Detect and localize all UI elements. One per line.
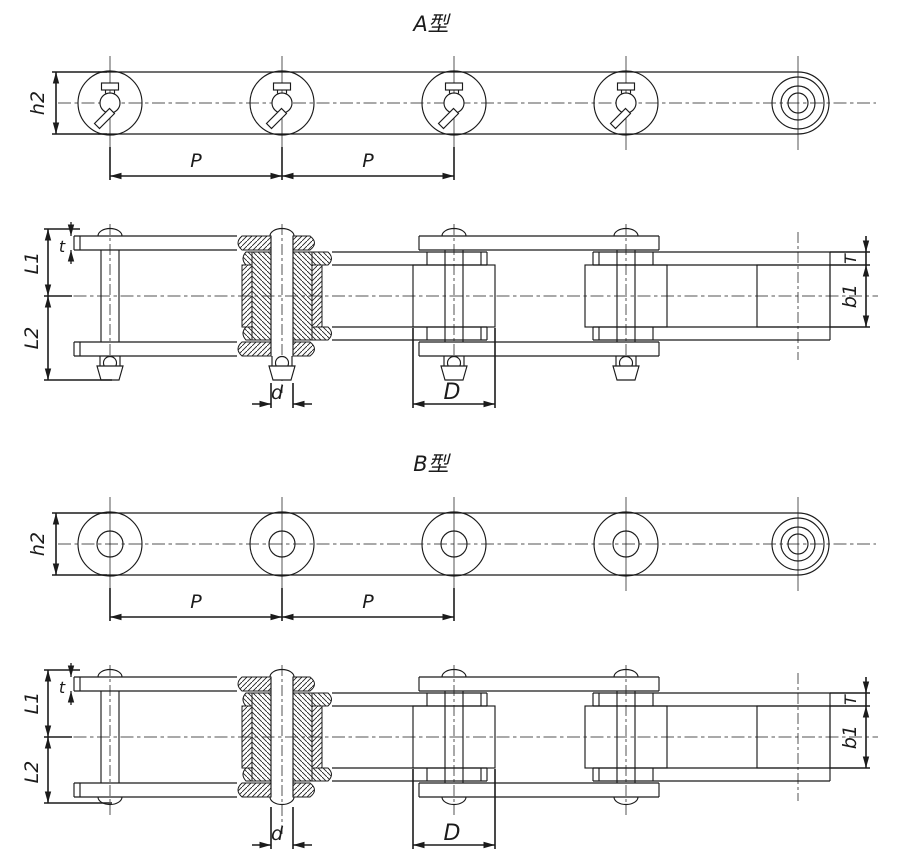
type-a-inner-plate-thickness-label: T <box>841 253 860 264</box>
type-a-height-label: h2 <box>27 91 49 115</box>
type-a-plate-thickness-label: t <box>59 237 66 256</box>
type-b-roller-diameter-label: D <box>444 821 461 846</box>
type-b-height-label: h2 <box>27 532 49 556</box>
type-b-l2-label: L2 <box>21 761 43 784</box>
type-b-inner-width-label: b1 <box>839 725 861 749</box>
type-a-roller-diameter-label: D <box>444 380 461 405</box>
type-a-l2-label: L2 <box>21 327 43 350</box>
type-b-section-view: t L1 L2 d D T b1 <box>21 663 878 849</box>
type-a-title: A型 <box>411 12 451 36</box>
type-b-plate-thickness-label: t <box>59 678 66 697</box>
type-b-l1-label: L1 <box>21 692 43 715</box>
type-a-pitch-label-2: P <box>362 150 374 172</box>
type-b-pitch-label-1: P <box>190 591 202 613</box>
type-a-pitch-label-1: P <box>190 150 202 172</box>
type-b-elevation-view: B型 h2 P P <box>27 452 876 621</box>
type-a-inner-width-label: b1 <box>839 284 861 308</box>
type-a-l1-label: L1 <box>21 252 43 275</box>
type-a-pin-diameter-label: d <box>271 382 284 404</box>
type-b-title: B型 <box>413 452 451 476</box>
type-b-pin-diameter-label: d <box>271 823 284 845</box>
type-b-pitch-label-2: P <box>362 591 374 613</box>
type-b-inner-plate-thickness-label: T <box>841 694 860 705</box>
type-a-section-view: t L1 L2 d D T b1 <box>21 222 878 408</box>
type-a-elevation-view: A型 h2 P P <box>27 12 876 180</box>
